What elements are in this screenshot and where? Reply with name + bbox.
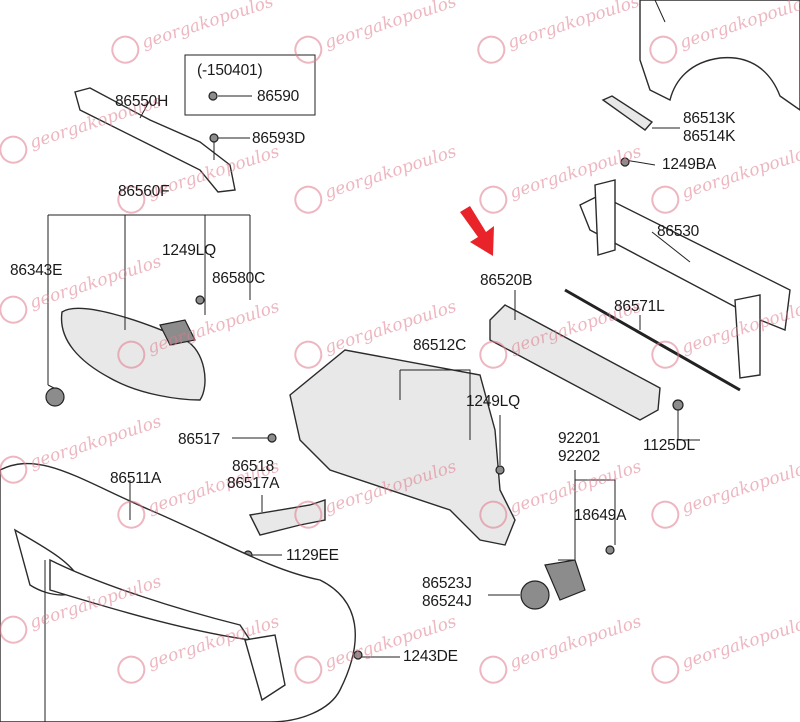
part-label-1249LQ-lower: 1249LQ — [466, 393, 520, 410]
part-label-86517A: 86517A — [227, 475, 280, 492]
part-label-86514K: 86514K — [683, 128, 736, 145]
part-label-86343E: 86343E — [10, 262, 63, 279]
part-label-1125DL: 1125DL — [643, 437, 695, 454]
highlight-arrow — [460, 206, 494, 256]
side-bracket-shape — [601, 95, 654, 131]
part-label-86530: 86530 — [657, 223, 700, 240]
fender-shape — [639, 0, 800, 111]
part-label-86517: 86517 — [178, 431, 221, 448]
part-label-1243DE: 1243DE — [403, 648, 458, 665]
part-label-18649A: 18649A — [574, 507, 627, 524]
part-label-86550H: 86550H — [115, 93, 169, 110]
part-label-1129EE: 1129EE — [286, 547, 339, 564]
part-label-1249BA: 1249BA — [662, 156, 716, 173]
energy-absorber-shape — [489, 304, 661, 421]
upper-bracket-shape — [74, 87, 236, 193]
part-label-86513K: 86513K — [683, 110, 736, 127]
part-label-92201: 92201 — [558, 430, 601, 447]
lamp-bezel-shape — [520, 580, 550, 610]
part-label-86593D: 86593D — [252, 130, 306, 147]
part-label-86511A: 86511A — [110, 470, 162, 487]
part-label-86560F: 86560F — [118, 183, 170, 200]
lower-bracket-shape — [248, 499, 326, 536]
lower-grille-shape — [289, 349, 516, 546]
part-label-date-range: (-150401) — [197, 62, 263, 79]
part-label-86518: 86518 — [232, 458, 275, 475]
part-label-86523J: 86523J — [422, 575, 472, 592]
part-label-86580C: 86580C — [212, 270, 266, 287]
part-label-86524J: 86524J — [422, 593, 472, 610]
part-label-86520B: 86520B — [480, 272, 533, 289]
grille-shape — [60, 307, 206, 401]
part-label-1249LQ-upper: 1249LQ — [162, 242, 216, 259]
part-label-86571L: 86571L — [614, 298, 665, 315]
stay-rod-shape — [564, 288, 741, 392]
part-label-92202: 92202 — [558, 448, 601, 465]
fog-lamp-shape — [544, 559, 586, 601]
part-label-86590: 86590 — [257, 88, 300, 105]
date-box — [184, 54, 316, 116]
part-label-86512C: 86512C — [413, 337, 467, 354]
